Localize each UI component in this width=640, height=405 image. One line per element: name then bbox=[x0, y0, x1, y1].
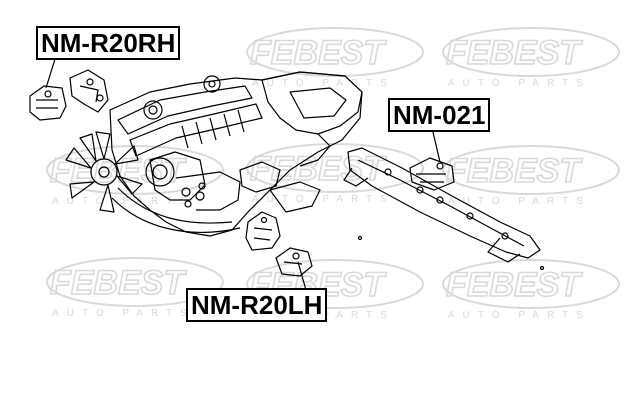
svg-text:FEBEST: FEBEST bbox=[446, 266, 583, 304]
svg-text:AUTO PARTS: AUTO PARTS bbox=[52, 308, 195, 319]
watermark-logo: FEBEST AUTO PARTS bbox=[246, 27, 424, 89]
watermark-logo: FEBEST AUTO PARTS bbox=[46, 257, 224, 319]
svg-text:AUTO PARTS: AUTO PARTS bbox=[252, 194, 395, 205]
watermark-logo: FEBEST AUTO PARTS bbox=[246, 143, 424, 205]
leader-line-transmission-mount bbox=[431, 127, 441, 163]
svg-text:FEBEST: FEBEST bbox=[446, 152, 583, 190]
svg-text:AUTO PARTS: AUTO PARTS bbox=[252, 78, 395, 89]
label-right-mount: NM-R20RH bbox=[36, 26, 181, 60]
svg-text:FEBEST: FEBEST bbox=[50, 264, 187, 302]
label-left-mount: NM-R20LH bbox=[186, 288, 328, 322]
svg-text:AUTO PARTS: AUTO PARTS bbox=[448, 78, 591, 89]
left-mount-part bbox=[245, 211, 313, 277]
crossmember-part bbox=[343, 147, 545, 271]
watermark-logo: FEBEST AUTO PARTS bbox=[442, 259, 620, 321]
watermark-layer: FEBEST AUTO PARTS FEBEST AUTO PARTS FEBEST AU… bbox=[46, 27, 620, 321]
label-transmission-mount: NM-021 bbox=[388, 98, 491, 132]
svg-text:FEBEST: FEBEST bbox=[250, 150, 387, 188]
svg-text:AUTO PARTS: AUTO PARTS bbox=[52, 196, 195, 207]
engine-assembly bbox=[65, 71, 363, 237]
svg-text:AUTO PARTS: AUTO PARTS bbox=[448, 310, 591, 321]
watermark-logo: FEBEST AUTO PARTS bbox=[442, 145, 620, 207]
right-mount-part bbox=[29, 69, 109, 121]
svg-text:FEBEST: FEBEST bbox=[250, 34, 387, 72]
watermark-logo: FEBEST AUTO PARTS bbox=[442, 27, 620, 89]
svg-text:AUTO PARTS: AUTO PARTS bbox=[448, 196, 591, 207]
leader-line-left-mount bbox=[297, 261, 307, 291]
leader-line-right-mount bbox=[45, 55, 57, 89]
cooling-fan bbox=[65, 131, 143, 213]
svg-text:FEBEST: FEBEST bbox=[446, 34, 583, 72]
